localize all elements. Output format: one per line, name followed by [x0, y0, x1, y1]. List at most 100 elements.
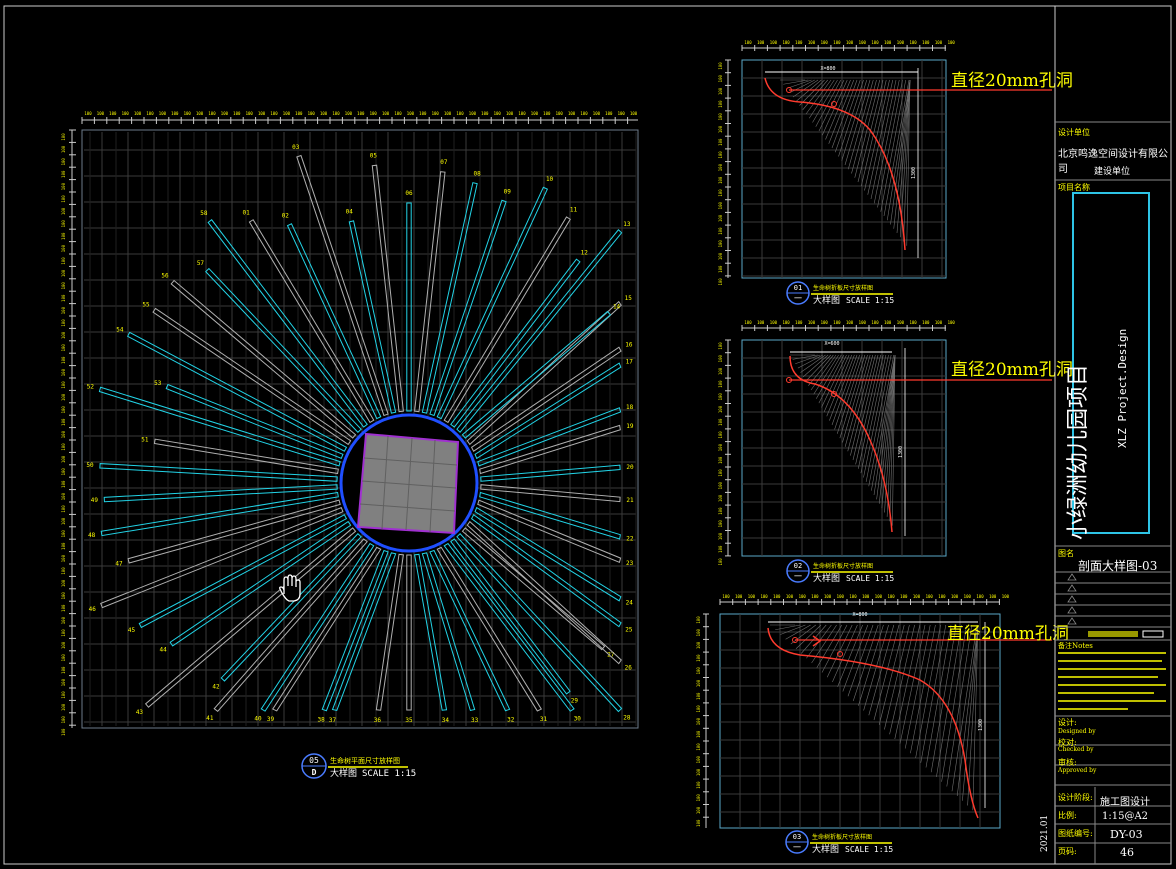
- svg-text:100: 100: [696, 629, 701, 637]
- svg-text:100: 100: [696, 768, 701, 776]
- svg-text:100: 100: [97, 111, 105, 116]
- svg-text:100: 100: [859, 320, 867, 325]
- svg-text:100: 100: [61, 542, 66, 550]
- svg-text:100: 100: [233, 111, 241, 116]
- ray-label-48: 48: [88, 532, 96, 539]
- svg-text:100: 100: [718, 418, 723, 426]
- title-block[interactable]: [1054, 6, 1171, 864]
- ray-32: [429, 549, 511, 712]
- svg-text:100: 100: [696, 641, 701, 649]
- svg-text:100: 100: [184, 111, 192, 116]
- svg-text:100: 100: [246, 111, 254, 116]
- svg-text:100: 100: [345, 111, 353, 116]
- ray-label-25: 25: [625, 626, 633, 633]
- svg-text:100: 100: [61, 418, 66, 426]
- ray-label-33: 33: [471, 717, 479, 724]
- ray-label-58: 58: [200, 210, 208, 217]
- ray-46: [100, 506, 344, 609]
- svg-text:100: 100: [568, 111, 576, 116]
- svg-text:100: 100: [481, 111, 489, 116]
- hole-annotation: 直径20mm孔洞: [951, 360, 1073, 380]
- svg-text:100: 100: [718, 214, 723, 222]
- detail-label: 大样图: [813, 294, 840, 306]
- svg-text:100: 100: [61, 517, 66, 525]
- svg-text:100: 100: [432, 111, 440, 116]
- ray-06: [406, 202, 412, 412]
- svg-text:100: 100: [320, 111, 328, 116]
- svg-text:100: 100: [833, 40, 841, 45]
- plan-ruler-left: 100 100 100 100 100 100 100 100 100 100 100 100 100 1…: [61, 129, 76, 736]
- svg-text:100: 100: [61, 641, 66, 649]
- ray-18: [477, 407, 622, 467]
- ray-33: [421, 552, 476, 712]
- svg-text:100: 100: [989, 594, 997, 599]
- company-label: 设计单位: [1058, 128, 1090, 137]
- svg-text:100: 100: [61, 629, 66, 637]
- svg-text:100: 100: [61, 579, 66, 587]
- ray-label-31: 31: [540, 716, 548, 723]
- ray-label-42: 42: [212, 684, 220, 691]
- svg-text:100: 100: [283, 111, 291, 116]
- svg-text:100: 100: [61, 691, 66, 699]
- plan-border: [81, 129, 639, 729]
- ray-41: [213, 538, 368, 713]
- svg-text:100: 100: [61, 220, 66, 228]
- ray-58: [207, 219, 368, 428]
- svg-text:100: 100: [61, 666, 66, 674]
- svg-text:100: 100: [884, 40, 892, 45]
- detail-border: [741, 59, 947, 279]
- svg-text:100: 100: [61, 182, 66, 190]
- detail-top-dimension: X=600: [824, 341, 839, 347]
- ray-label-51: 51: [141, 437, 149, 444]
- svg-text:100: 100: [948, 320, 956, 325]
- svg-text:100: 100: [61, 319, 66, 327]
- notes-lines: [1058, 652, 1166, 710]
- svg-text:100: 100: [61, 455, 66, 463]
- svg-text:100: 100: [964, 594, 972, 599]
- ray-39: [272, 546, 382, 712]
- ray-label-55: 55: [142, 302, 150, 309]
- svg-text:100: 100: [61, 443, 66, 451]
- detail-title: 生命树折板尺寸放样图: [813, 562, 873, 570]
- svg-text:100: 100: [862, 594, 870, 599]
- svg-text:100: 100: [543, 111, 551, 116]
- svg-text:100: 100: [718, 393, 723, 401]
- svg-text:100: 100: [718, 482, 723, 490]
- detail-number: 02: [794, 562, 802, 570]
- number-value: DY-03: [1110, 828, 1143, 841]
- svg-text:100: 100: [61, 468, 66, 476]
- svg-text:100: 100: [718, 202, 723, 210]
- svg-text:100: 100: [897, 40, 905, 45]
- ray-37: [331, 552, 397, 712]
- ray-label-13: 13: [623, 221, 631, 228]
- svg-text:100: 100: [718, 367, 723, 375]
- ray-label-35: 35: [405, 717, 413, 724]
- svg-text:100: 100: [270, 111, 278, 116]
- svg-text:100: 100: [61, 381, 66, 389]
- detail-label: 大样图: [812, 843, 839, 855]
- ray-17: [474, 362, 622, 460]
- svg-text:100: 100: [61, 480, 66, 488]
- ray-label-26: 26: [625, 664, 633, 671]
- ray-label-21: 21: [626, 497, 634, 504]
- plan-view[interactable]: 100 100 100 100 100 100 100 100 100 100 100 100 100 1…: [61, 111, 639, 779]
- svg-text:100: 100: [61, 492, 66, 500]
- svg-text:100: 100: [630, 111, 638, 116]
- svg-text:100: 100: [506, 111, 514, 116]
- plate-profile-curve: [764, 77, 906, 251]
- svg-text:100: 100: [795, 40, 803, 45]
- svg-text:100: 100: [900, 594, 908, 599]
- center-plate: [356, 432, 460, 535]
- svg-text:100: 100: [976, 594, 984, 599]
- ray-label-24: 24: [626, 600, 634, 607]
- svg-text:100: 100: [782, 40, 790, 45]
- ray-19: [479, 424, 621, 475]
- svg-text:100: 100: [122, 111, 130, 116]
- ray-27: [461, 527, 606, 651]
- detail-scale: SCALE 1:15: [845, 845, 893, 854]
- ray-50: [99, 463, 338, 482]
